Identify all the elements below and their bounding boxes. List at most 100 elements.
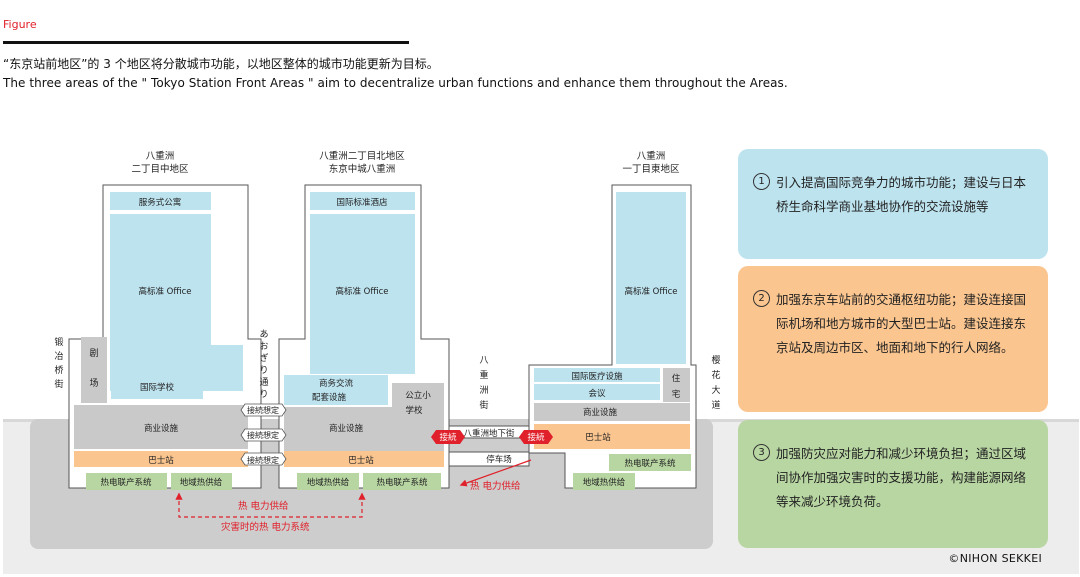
street-sakura-char-3: 大 bbox=[711, 384, 720, 396]
street-sakura-char-4: 道 bbox=[711, 399, 720, 411]
parking-box bbox=[448, 451, 530, 467]
middle-commercial-upper bbox=[284, 407, 392, 419]
title-rule bbox=[3, 41, 409, 44]
middle-hotel-label: 国际标准酒店 bbox=[336, 197, 388, 208]
right-chp-box bbox=[609, 454, 691, 471]
left-theater-label-2: 场 bbox=[89, 378, 98, 389]
street-sakura-char-2: 花 bbox=[711, 369, 720, 381]
middle-business-box bbox=[284, 375, 388, 405]
left-bus-box bbox=[74, 451, 248, 467]
left-district-heat-label: 地域热供给 bbox=[180, 477, 223, 488]
middle-commercial-box bbox=[284, 419, 444, 451]
middle-business-label-1: 商务交流 bbox=[319, 378, 354, 389]
planned-connector-3-label: 接続想定 bbox=[247, 455, 279, 465]
objective-3-number: 3 bbox=[753, 444, 770, 461]
middle-commercial-label: 商业设施 bbox=[329, 423, 364, 434]
middle-bus-box bbox=[284, 451, 444, 467]
heat-power-label-right: 热 电力供给 bbox=[470, 480, 521, 492]
district-right-label-2: 一丁目東地区 bbox=[622, 163, 680, 175]
street-yaesu-char-3: 洲 bbox=[479, 385, 488, 396]
objective-card-2: 2 加强东京车站前的交通枢纽功能；建设连接国际机场和地方城市的大型巴士站。建设连… bbox=[738, 266, 1048, 412]
objective-1-number: 1 bbox=[753, 173, 770, 190]
right-bus-box bbox=[534, 424, 690, 449]
figure-label: Figure bbox=[3, 18, 37, 31]
district-middle-label-1: 八重洲二丁目北地区 bbox=[319, 150, 405, 162]
connect-chip-left bbox=[431, 430, 465, 444]
street-left-char-3: 桥 bbox=[54, 364, 63, 376]
right-district-heat-box bbox=[573, 473, 635, 490]
objective-card-1: 1 引入提高国际竞争力的城市功能；建设与日本桥生命科学商业基地协作的交流设施等 bbox=[738, 149, 1048, 259]
street-aogiri-char-5: 通 bbox=[259, 377, 268, 388]
disaster-system-label: 灾害时的热 电力系统 bbox=[221, 521, 310, 533]
district-right-label-1: 八重洲 bbox=[637, 150, 666, 162]
objective-card-3: 3 加强防灾应对能力和减少环境负担；通过区域间协作加强灾害时的支援功能，构建能源… bbox=[738, 420, 1048, 548]
left-school-label: 国际学校 bbox=[140, 382, 175, 393]
right-office-label: 高标准 Office bbox=[624, 286, 677, 297]
street-left-char-2: 冶 bbox=[54, 350, 63, 362]
objective-2-number: 2 bbox=[753, 290, 770, 307]
right-conference-box bbox=[534, 384, 660, 400]
street-sakura-char-1: 樱 bbox=[711, 354, 720, 366]
middle-bus-label: 巴士站 bbox=[348, 455, 374, 466]
left-chp-box bbox=[86, 473, 167, 490]
right-medical-label: 国际医疗设施 bbox=[571, 371, 623, 382]
street-left-char-1: 锻 bbox=[54, 336, 63, 348]
street-yaesu-char-2: 重 bbox=[479, 369, 488, 381]
copyright: ©NIHON SEKKEI bbox=[948, 552, 1042, 565]
left-chp-label: 热电联产系统 bbox=[100, 477, 152, 488]
middle-district-heat-label: 地域热供给 bbox=[307, 477, 350, 488]
district-middle-label-2: 东京中城八重洲 bbox=[329, 163, 396, 175]
middle-office-box bbox=[310, 214, 415, 374]
middle-hotel-box bbox=[310, 192, 415, 210]
right-residence-box bbox=[663, 368, 690, 402]
left-serviced-apartment-box bbox=[110, 192, 211, 210]
middle-public-school-label-2: 学校 bbox=[405, 405, 423, 416]
caption-chinese: “东京站前地区”的 3 个地区将分散城市功能，以地区整体的城市功能更新为目标。 bbox=[3, 57, 439, 71]
left-office-box bbox=[110, 214, 243, 391]
left-serviced-apartment-label: 服务式公寓 bbox=[139, 197, 182, 208]
planned-connector-3 bbox=[240, 452, 287, 466]
middle-chp-box bbox=[363, 473, 441, 490]
middle-building: 国际标准酒店 高标准 Office 商务交流 配套设施 公立小 学校 商业设施 … bbox=[278, 184, 450, 490]
middle-business-label-2: 配套设施 bbox=[312, 392, 347, 403]
street-left-char-4: 街 bbox=[54, 378, 63, 390]
street-aogiri-char-6: り bbox=[259, 389, 268, 400]
disaster-system-arrow bbox=[175, 492, 366, 518]
heat-power-arrow-right bbox=[459, 459, 532, 487]
right-district-heat-label: 地域热供给 bbox=[583, 477, 626, 488]
planned-connector-1 bbox=[240, 403, 287, 417]
objective-3-text: 加强防灾应对能力和减少环境负担；通过区域间协作加强灾害时的支援功能，构建能源网络… bbox=[776, 446, 1027, 509]
district-left-label-2: 二丁目中地区 bbox=[131, 163, 189, 175]
connect-chip-right-label: 接続 bbox=[527, 432, 545, 443]
street-aogiri-char-3: ぎ bbox=[259, 352, 268, 364]
street-aogiri-char-4: り bbox=[259, 365, 268, 376]
right-chp-label: 热电联产系统 bbox=[624, 458, 676, 469]
right-medical-box bbox=[534, 368, 660, 382]
parking-label: 停车场 bbox=[486, 454, 512, 465]
right-office-box bbox=[616, 192, 686, 364]
right-bus-label: 巴士站 bbox=[585, 432, 611, 443]
middle-public-school-label-1: 公立小 bbox=[405, 390, 431, 401]
left-theater-label-1: 剧 bbox=[89, 348, 98, 359]
right-building: 高标准 Office 国际医疗设施 住 宅 会议 商业设施 巴士站 热电联产系统… bbox=[528, 184, 697, 490]
left-theater-box bbox=[81, 337, 107, 403]
street-aogiri-char-2: お bbox=[259, 341, 268, 352]
objective-2-text: 加强东京车站前的交通枢纽功能；建设连接国际机场和地方城市的大型巴士站。建设连接东… bbox=[776, 292, 1027, 355]
right-commercial-label: 商业设施 bbox=[583, 407, 618, 418]
left-district-heat-box bbox=[171, 473, 232, 490]
left-bus-label: 巴士站 bbox=[148, 455, 174, 466]
left-school-box bbox=[111, 375, 203, 399]
planned-connectors: 接続想定 接続想定 接続想定 bbox=[240, 403, 287, 466]
street-yaesu-char-1: 八 bbox=[479, 356, 488, 366]
street-yaesu-char-4: 街 bbox=[479, 399, 488, 411]
connect-chip-right bbox=[519, 430, 553, 444]
right-residence-label-1: 住 bbox=[672, 373, 681, 384]
planned-connector-2-label: 接続想定 bbox=[247, 430, 279, 440]
heat-power-label-left: 热 电力供给 bbox=[238, 500, 289, 512]
left-commercial-box bbox=[74, 405, 248, 449]
street-aogiri-char-1: あ bbox=[259, 329, 268, 340]
left-commercial-label: 商业设施 bbox=[144, 423, 179, 434]
underground-street-label: 八重洲地下街 bbox=[463, 428, 515, 439]
left-office-label: 高标准 Office bbox=[138, 286, 191, 297]
left-building: 服务式公寓 高标准 Office 剧 场 国际学校 商业设施 巴士站 热电联产系… bbox=[68, 184, 262, 490]
